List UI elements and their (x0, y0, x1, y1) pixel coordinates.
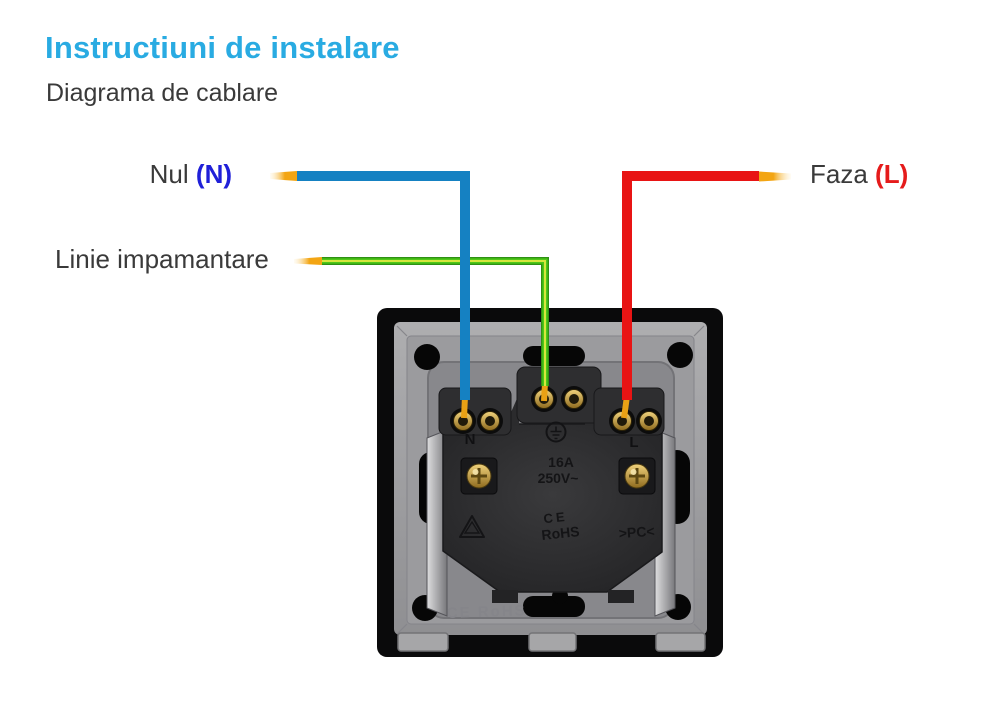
bottom-slot-cutout (523, 596, 585, 617)
neutral-wire (297, 171, 470, 400)
live-wire-code: (L) (875, 159, 909, 189)
neutral-wire-label: Nul (N) (40, 159, 232, 190)
plate-bottom-tabs (397, 632, 706, 652)
terminal-hole (561, 386, 587, 412)
pc-material-marking: >PC< (618, 523, 655, 541)
page-subtitle: Diagrama de cablare (46, 79, 279, 107)
earth-symbol-icon (545, 421, 567, 443)
recycling-triangle-icon (459, 515, 485, 538)
neutral-wire-bare-end (270, 171, 297, 181)
socket-back-view: CE RoHS (377, 308, 723, 657)
live-wire-label: Faza (L) (810, 159, 908, 190)
plate-ce-rohs-marking: CE RoHS (447, 602, 527, 622)
mechanism-foot-right (608, 590, 634, 603)
mounting-hole-top-left (414, 344, 440, 370)
live-wire-label-text: Faza (810, 159, 868, 189)
mechanism-foot-left (492, 590, 518, 603)
terminal-hole (450, 408, 476, 434)
terminal-hole (477, 408, 503, 434)
page-title: Instructiuni de instalare (45, 30, 400, 65)
neutral-wire-label-text: Nul (149, 159, 189, 189)
earth-terminal-block (516, 366, 602, 424)
earth-wire-label: Linie impamantare (55, 244, 269, 275)
terminal-label-l: L (629, 434, 638, 451)
wires (270, 171, 791, 419)
neutral-wire-code: (N) (195, 159, 232, 189)
terminal-label-n: N (465, 431, 476, 448)
earth-wire (322, 257, 549, 386)
terminal-hole (636, 408, 662, 434)
mounting-hole-top-right (667, 342, 693, 368)
earth-wire-bare-end (294, 257, 322, 265)
rating-current-marking: 16A (548, 454, 574, 470)
ce-marking: CE (543, 509, 568, 526)
top-slot-cutout (523, 346, 585, 366)
live-wire (622, 171, 759, 400)
rohs-marking: RoHS (541, 523, 581, 543)
live-wire-bare-end (759, 171, 791, 182)
rating-voltage-marking: 250V~ (538, 470, 579, 486)
left-terminal-screw (460, 457, 498, 495)
right-terminal-screw (618, 457, 656, 495)
earth-wire-label-text: Linie impamantare (55, 244, 269, 274)
